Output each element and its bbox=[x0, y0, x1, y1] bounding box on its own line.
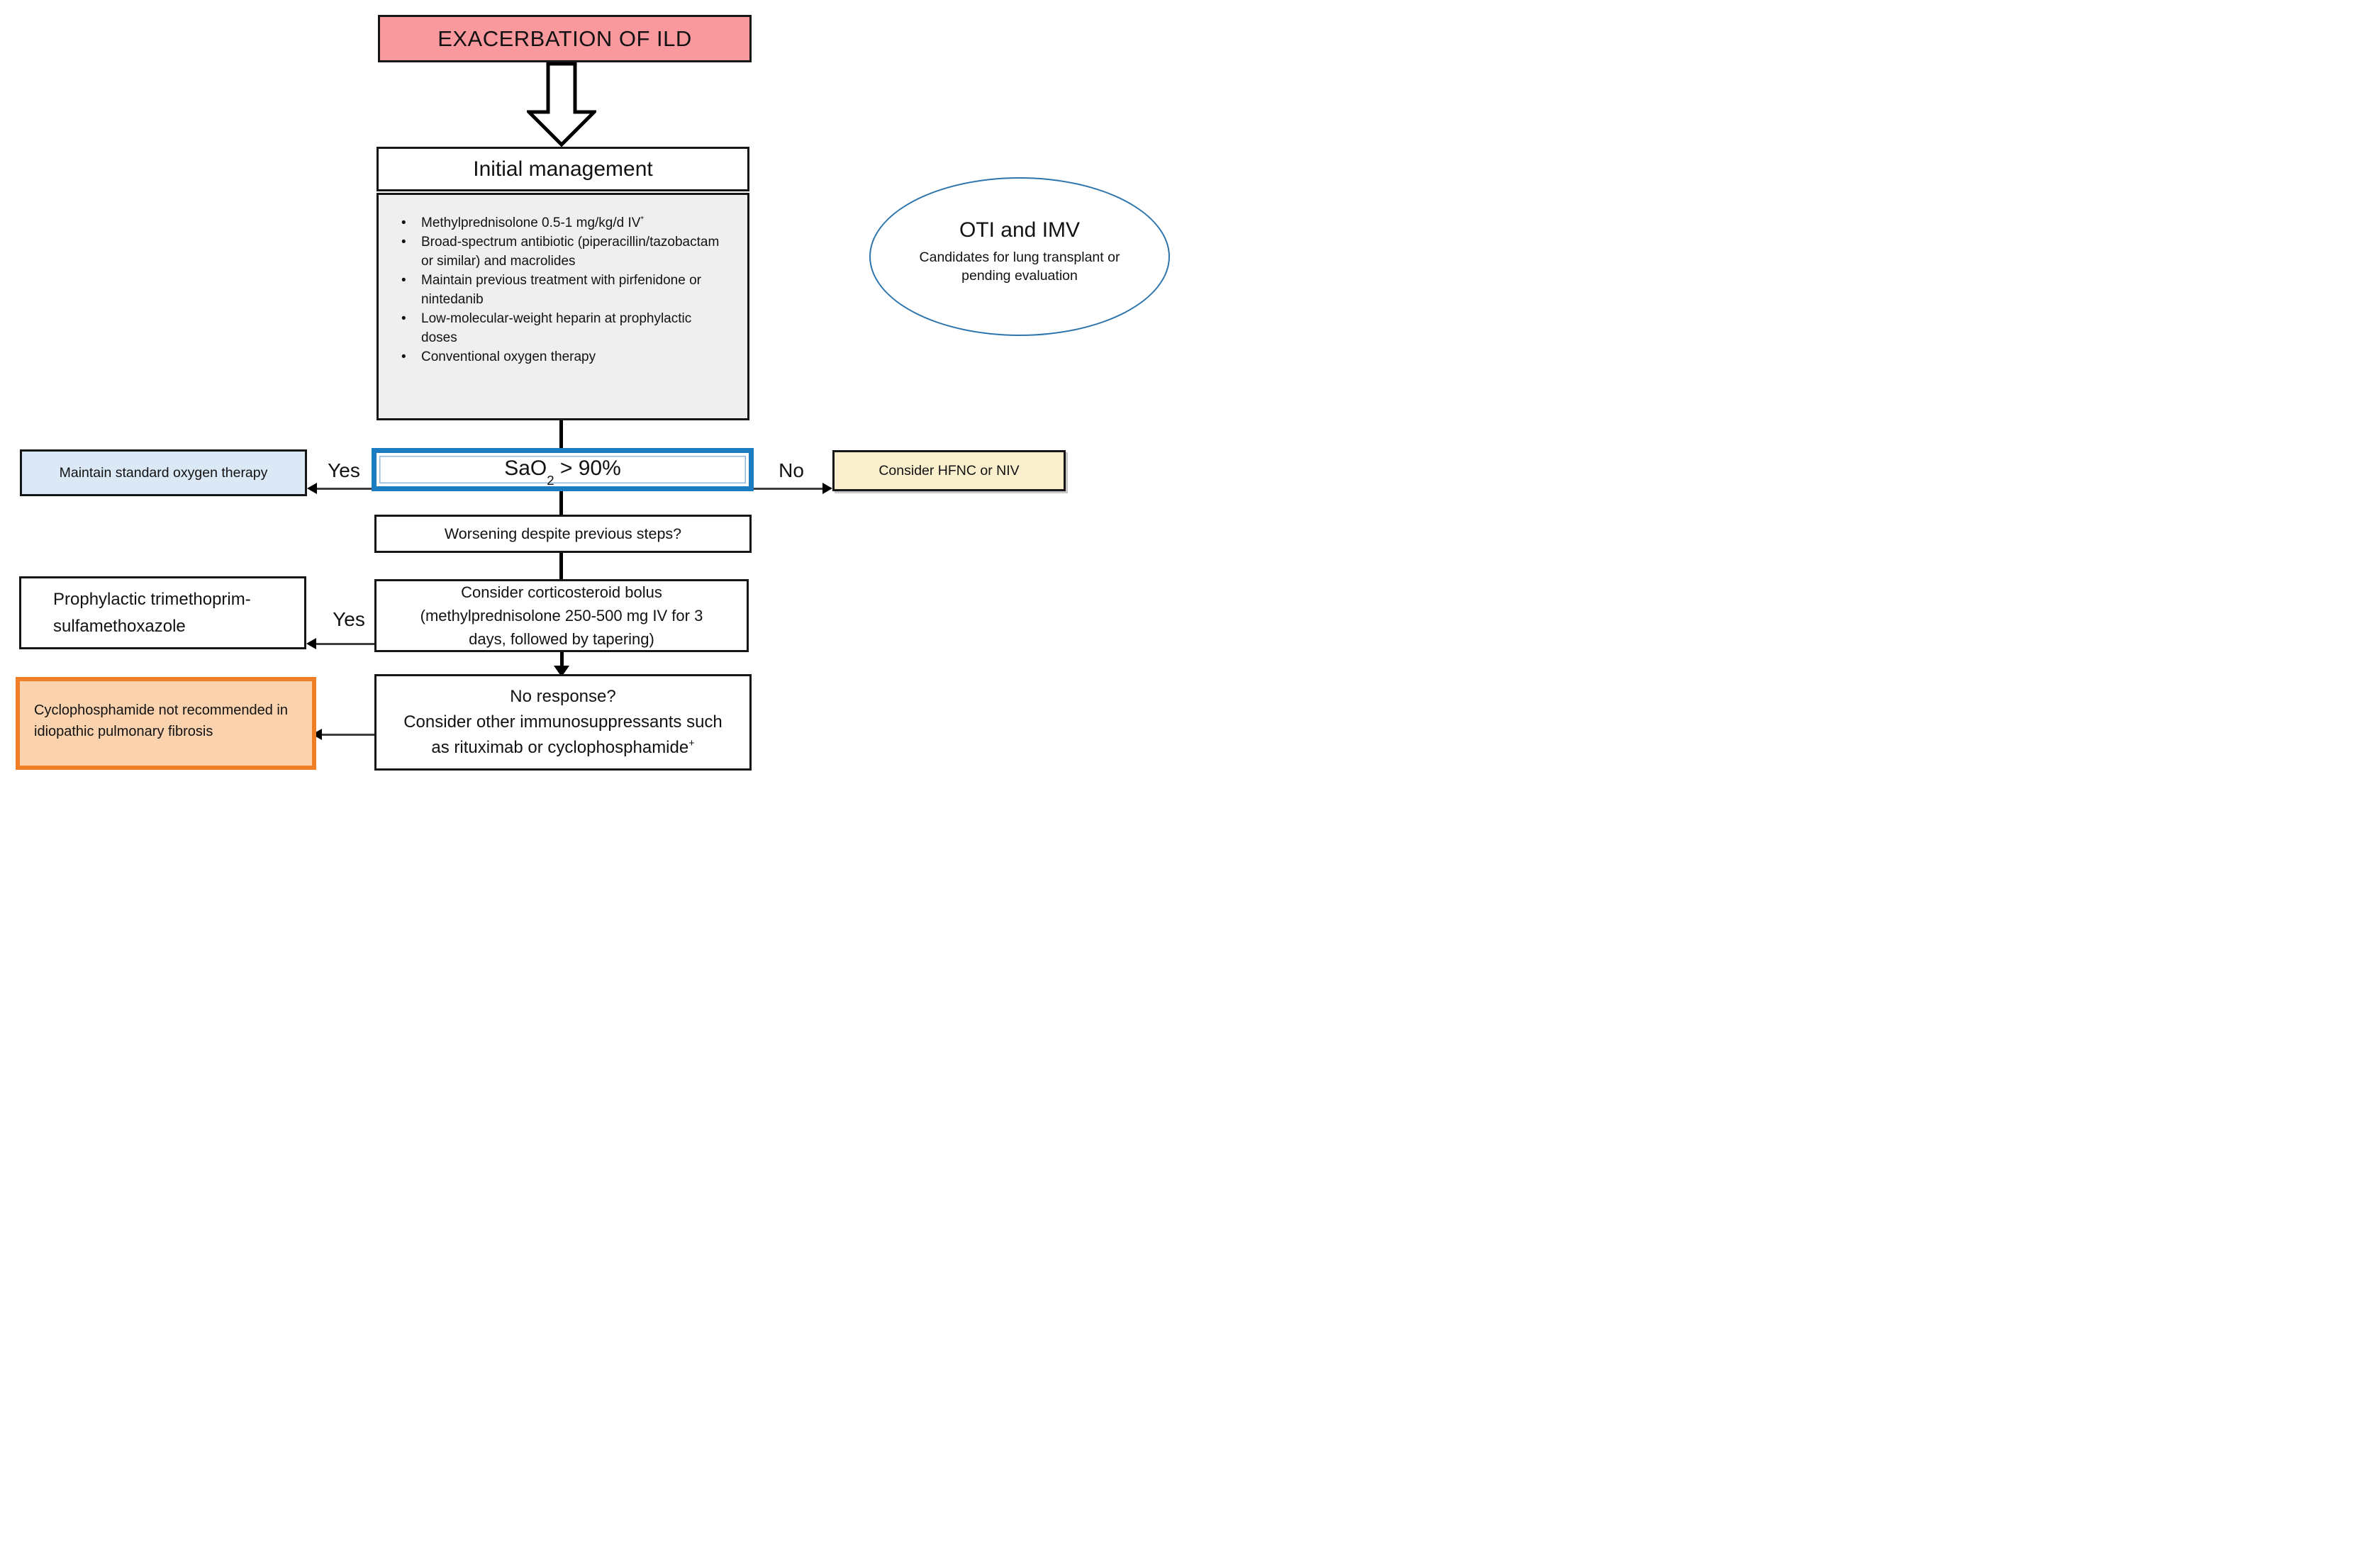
ellipse-subtitle: Candidates for lung transplant or pendin… bbox=[919, 250, 1120, 284]
sao2-label: SaO2 > 90% bbox=[504, 456, 621, 488]
treatment-bullet-list: Methylprednisolone 0.5-1 mg/kg/d IV* Bro… bbox=[396, 213, 727, 366]
sao2-decision-box: SaO2 > 90% bbox=[372, 448, 754, 491]
treatment-bullet: Methylprednisolone 0.5-1 mg/kg/d IV* bbox=[396, 213, 727, 233]
treatment-bullet: Conventional oxygen therapy bbox=[396, 347, 727, 366]
start-node: EXACERBATION OF ILD bbox=[378, 15, 752, 62]
down-block-arrow-icon bbox=[527, 62, 596, 147]
yes-label-mid: Yes bbox=[333, 608, 365, 630]
initial-management-header: Initial management bbox=[376, 147, 749, 191]
corticosteroid-box: Consider corticosteroid bolus (methylpre… bbox=[374, 579, 749, 652]
treatment-bullet: Broad-spectrum antibiotic (piperacillin/… bbox=[396, 233, 727, 271]
ellipse-title: OTI and IMV bbox=[959, 218, 1081, 242]
hfnc-niv-box: Consider HFNC or NIV bbox=[832, 450, 1066, 491]
prophylactic-box: Prophylactic trimethoprim- sulfamethoxaz… bbox=[19, 576, 306, 649]
cyclophosphamide-warning-box: Cyclophosphamide not recommended in idio… bbox=[16, 677, 316, 770]
worsening-label: Worsening despite previous steps? bbox=[444, 525, 682, 542]
hfnc-niv-label: Consider HFNC or NIV bbox=[878, 462, 1020, 478]
initial-management-title: Initial management bbox=[473, 157, 653, 181]
oti-imv-ellipse: OTI and IMV Candidates for lung transpla… bbox=[869, 177, 1170, 336]
cyclophosphamide-warning-label: Cyclophosphamide not recommended in idio… bbox=[34, 702, 288, 739]
yes-label-top: Yes bbox=[328, 459, 360, 481]
maintain-oxygen-label: Maintain standard oxygen therapy bbox=[59, 464, 268, 481]
asterisk-superscript: * bbox=[640, 215, 644, 224]
flowchart-canvas: EXACERBATION OF ILD Initial management M… bbox=[0, 0, 1177, 784]
connector-worsening-to-cortico bbox=[559, 553, 563, 579]
worsening-box: Worsening despite previous steps? bbox=[374, 515, 752, 553]
prophylactic-label: Prophylactic trimethoprim- sulfamethoxaz… bbox=[53, 589, 251, 636]
no-label-top: No bbox=[779, 459, 804, 481]
maintain-oxygen-box: Maintain standard oxygen therapy bbox=[20, 449, 307, 496]
no-response-box: No response? Consider other immunosuppre… bbox=[374, 674, 752, 771]
treatment-bullet: Low-molecular-weight heparin at prophyla… bbox=[396, 309, 727, 347]
initial-management-details: Methylprednisolone 0.5-1 mg/kg/d IV* Bro… bbox=[376, 193, 749, 420]
connector-sao2-to-worsening bbox=[559, 491, 563, 515]
sao2-subscript: 2 bbox=[547, 472, 554, 488]
arrow-warning bbox=[312, 729, 374, 740]
plus-superscript: + bbox=[688, 738, 695, 749]
start-node-label: EXACERBATION OF ILD bbox=[437, 26, 692, 51]
arrow-yes-mid bbox=[306, 638, 374, 649]
connector-panel-to-sao2 bbox=[559, 420, 563, 448]
arrow-no-top bbox=[754, 483, 832, 494]
arrow-yes-top bbox=[307, 483, 372, 494]
down-arrow-stem bbox=[560, 652, 564, 666]
treatment-bullet: Maintain previous treatment with pirfeni… bbox=[396, 271, 727, 309]
